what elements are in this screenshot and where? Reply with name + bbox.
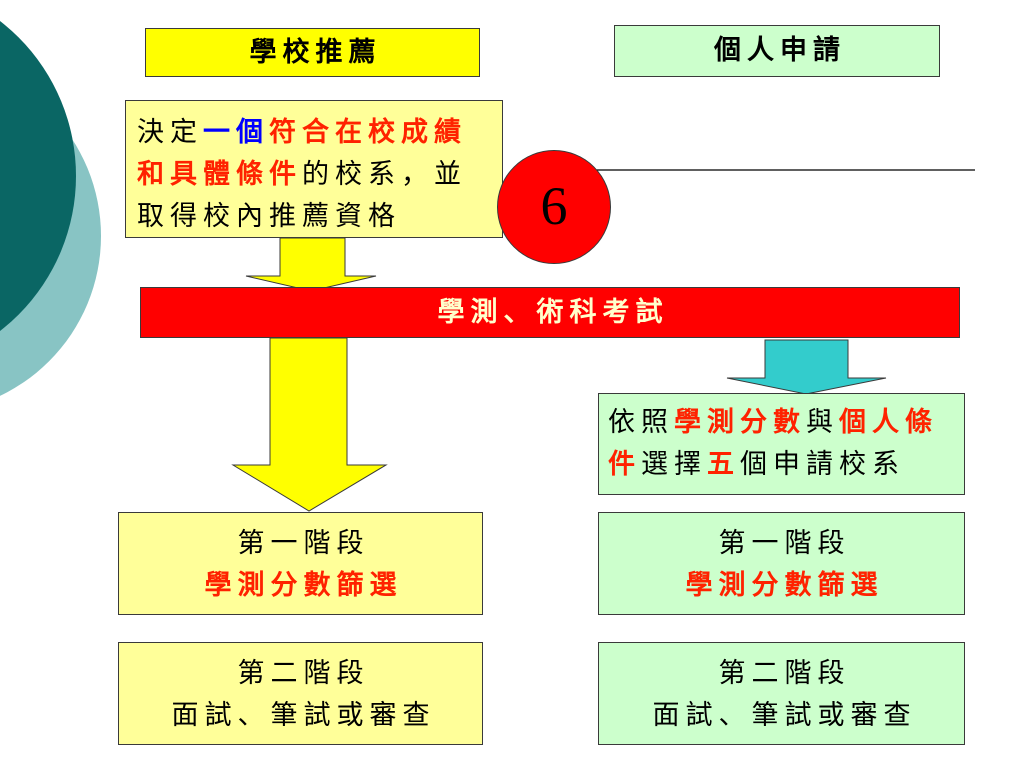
school-stage-2: 第二階段 面試、筆試或審查: [118, 642, 483, 745]
emphasis-blue: 一個: [203, 117, 269, 148]
text-segment: 決定: [137, 117, 203, 148]
arrow-down-cyan: [726, 339, 887, 395]
description-line-2: 和具體條件的校系，並: [137, 154, 502, 196]
text-segment: 選擇: [641, 449, 707, 480]
text-segment: 與: [806, 407, 839, 438]
stage-detail: 學測分數篩選: [685, 570, 884, 601]
stage-detail: 面試、筆試或審查: [652, 700, 917, 731]
exam-bar: 學測、術科考試: [140, 287, 960, 338]
decor-circle-dark: [0, 21, 76, 331]
arrow-down-small-yellow: [245, 237, 377, 292]
emphasis-red: 件: [608, 449, 641, 480]
header-personal-application: 個人申請: [614, 25, 940, 77]
school-stage-1: 第一階段 學測分數篩選: [118, 512, 483, 615]
step-number-badge: 6: [497, 150, 611, 264]
text-segment: 取得校內推薦資格: [137, 201, 401, 232]
stage-title: 第二階段: [718, 658, 851, 689]
description-line-3: 取得校內推薦資格: [137, 196, 502, 238]
emphasis-red: 符合在校成績: [269, 117, 467, 148]
emphasis-red: 五: [707, 449, 740, 480]
stage-detail: 學測分數篩選: [204, 570, 403, 601]
stage-title: 第一階段: [237, 528, 370, 559]
stage-detail: 面試、筆試或審查: [171, 700, 436, 731]
arrow-down-large-yellow: [231, 337, 388, 512]
emphasis-red: 和具體條件: [137, 159, 302, 190]
emphasis-red: 個人條: [839, 407, 938, 438]
text-segment: 的校系，並: [302, 159, 467, 190]
stage-title: 第二階段: [237, 658, 370, 689]
personal-application-criteria: 依照學測分數與個人條 件選擇五個申請校系: [598, 393, 965, 495]
criteria-line-1: 依照學測分數與個人條: [608, 402, 964, 444]
description-line-1: 決定一個符合在校成績: [137, 112, 502, 154]
text-segment: 個申請校系: [740, 449, 905, 480]
personal-stage-2: 第二階段 面試、筆試或審查: [598, 642, 965, 745]
stage-title: 第一階段: [718, 528, 851, 559]
personal-stage-1: 第一階段 學測分數篩選: [598, 512, 965, 615]
text-segment: 依照: [608, 407, 674, 438]
header-school-recommendation: 學校推薦: [145, 28, 480, 77]
emphasis-red: 學測分數: [674, 407, 806, 438]
school-recommendation-description: 決定一個符合在校成績 和具體條件的校系，並 取得校內推薦資格: [125, 100, 503, 238]
criteria-line-2: 件選擇五個申請校系: [608, 444, 964, 486]
